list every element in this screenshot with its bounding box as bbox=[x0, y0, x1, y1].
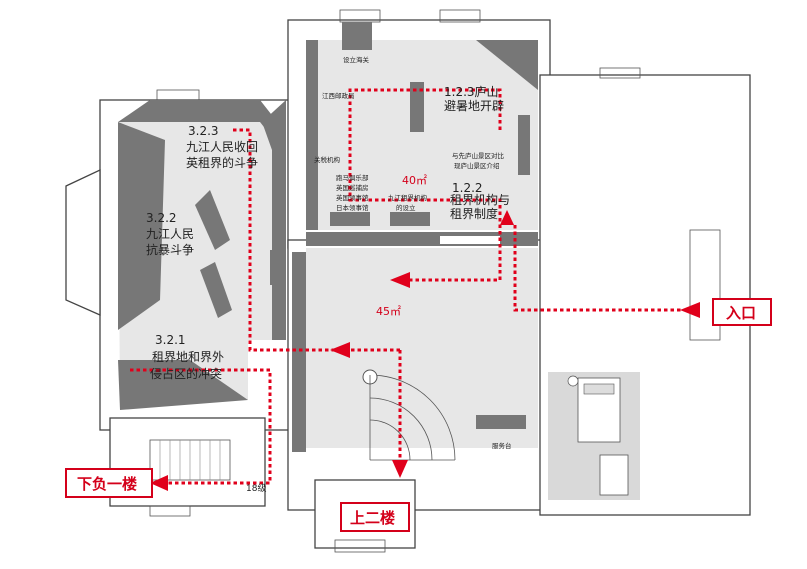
section-122-title-line1: 租界机构与 bbox=[450, 192, 510, 207]
sw-stairs bbox=[149, 439, 231, 481]
exhibit-club-line1: 跑马俱乐部 bbox=[336, 173, 369, 182]
section-321-number: 3.2.1 bbox=[155, 333, 186, 347]
exhibit-block-east bbox=[518, 115, 530, 175]
section-323-title-line2: 英租界的斗争 bbox=[186, 155, 258, 170]
west-bay-wall bbox=[65, 168, 101, 316]
exhibit-block-middle bbox=[410, 82, 424, 132]
stairs-count-label: 18级 bbox=[246, 482, 266, 494]
exhibit-customs: 设立海关 bbox=[343, 55, 370, 64]
arrow-up-north bbox=[500, 210, 514, 225]
exhibit-wall-north-west bbox=[118, 100, 282, 150]
lamp-icon bbox=[567, 375, 579, 387]
arrow-second-floor bbox=[392, 460, 408, 478]
route-north-gallery-loop bbox=[348, 88, 502, 282]
route-to-basement bbox=[130, 368, 272, 485]
exhibit-concession-line1: 九江租界机构 bbox=[388, 193, 428, 202]
area-south-hall: 45㎡ bbox=[376, 305, 401, 318]
section-322-title-line1: 九江人民 bbox=[146, 227, 194, 241]
exhibit-concession-line2: 的设立 bbox=[396, 203, 416, 212]
entrance-tag-box[interactable] bbox=[712, 298, 772, 326]
windows bbox=[149, 9, 721, 553]
basement-tag-label[interactable]: 下负一楼 bbox=[77, 475, 137, 493]
route-entrance-to-north bbox=[513, 225, 700, 312]
floor-north-gallery bbox=[306, 40, 538, 230]
section-123-title-line2: 避暑地开辟 bbox=[444, 98, 504, 113]
exhibit-wall-north-gallery-west bbox=[306, 40, 318, 230]
exhibit-club-line2: 英国巡捕房 bbox=[336, 183, 369, 192]
arrow-left-west bbox=[330, 342, 350, 358]
area-north-gallery: 40㎡ bbox=[402, 174, 427, 187]
window bbox=[439, 9, 481, 23]
service-desk-block bbox=[476, 415, 526, 429]
exhibit-jiangxi-post: 江西邮政局 bbox=[322, 91, 355, 100]
exhibit-wall-south-west bbox=[292, 252, 306, 452]
arrow-basement bbox=[150, 475, 168, 491]
window bbox=[149, 505, 191, 517]
exhibit-labels: 设立海关 江西邮政局 关税机构 跑马俱乐部 英国巡捕房 英国领事馆 日本领事馆 … bbox=[314, 55, 505, 212]
office-furniture bbox=[567, 375, 629, 496]
section-323-title-line1: 九江人民收回 bbox=[186, 140, 258, 154]
exhibit-block-small bbox=[270, 250, 282, 285]
exhibit-club-line4: 日本领事馆 bbox=[336, 203, 369, 212]
pillow-icon bbox=[583, 383, 615, 395]
exhibit-block-south-1 bbox=[330, 212, 370, 226]
section-321-title-line1: 租界地和界外 bbox=[152, 350, 224, 364]
exhibit-block-customs bbox=[342, 22, 372, 50]
section-122-title-line2: 租界制度 bbox=[450, 206, 498, 221]
exhibit-block-south-2 bbox=[390, 212, 430, 226]
section-123-title-line1: 1.2.3庐山 bbox=[444, 84, 499, 99]
second-floor-tag-label[interactable]: 上二楼 bbox=[350, 509, 395, 527]
exhibit-club-line3: 英国领事馆 bbox=[336, 193, 369, 202]
section-323-number: 3.2.3 bbox=[188, 124, 219, 138]
exhibit-wall-north-east-corner bbox=[476, 40, 538, 90]
second-floor-tag[interactable]: 上二楼 bbox=[340, 502, 410, 532]
arrow-left-hall bbox=[390, 272, 410, 288]
exhibit-lushan-line1: 与先庐山景区对比 bbox=[452, 151, 505, 160]
window bbox=[334, 539, 386, 553]
partition-wall bbox=[306, 232, 538, 246]
basement-tag[interactable]: 下负一楼 bbox=[65, 468, 153, 498]
exhibit-tax-office: 关税机构 bbox=[314, 155, 341, 164]
stair-outer-arc bbox=[369, 374, 456, 461]
display-case-1 bbox=[195, 190, 230, 250]
exhibit-wall-south-west bbox=[118, 360, 248, 410]
section-122-number: 1.2.2 bbox=[452, 181, 483, 195]
cabinet-icon bbox=[599, 454, 629, 496]
east-stairs bbox=[689, 229, 721, 341]
route-to-west-gallery bbox=[230, 128, 400, 352]
entrance-tag[interactable]: 入口 bbox=[712, 298, 772, 326]
partition-opening bbox=[440, 236, 500, 244]
exhibit-lushan-line2: 现庐山景区介绍 bbox=[454, 161, 500, 170]
section-322-title-line2: 抗暴斗争 bbox=[146, 242, 194, 257]
route-arrows bbox=[150, 210, 700, 491]
spiral-staircase bbox=[362, 369, 456, 461]
entrance-tag-label[interactable]: 入口 bbox=[726, 304, 756, 322]
display-case-2 bbox=[200, 262, 232, 318]
exhibit-wall-west bbox=[118, 122, 165, 330]
service-desk-label: 服务台 bbox=[492, 441, 512, 450]
stair-core-arc bbox=[369, 419, 411, 461]
stair-inner-arc bbox=[369, 397, 433, 461]
section-322-number: 3.2.2 bbox=[146, 211, 177, 225]
section-321-title-line2: 侵占区的冲突 bbox=[150, 366, 222, 381]
section-labels: 3.2.1 租界地和界外 侵占区的冲突 3.2.2 九江人民 抗暴斗争 3.2.… bbox=[146, 84, 512, 494]
arrow-entrance bbox=[680, 302, 700, 318]
window bbox=[599, 67, 641, 79]
basement-tag-box[interactable] bbox=[65, 468, 153, 498]
exhibit-walls bbox=[118, 22, 538, 452]
second-floor-tag-box[interactable] bbox=[340, 502, 410, 532]
tour-route bbox=[130, 88, 700, 485]
